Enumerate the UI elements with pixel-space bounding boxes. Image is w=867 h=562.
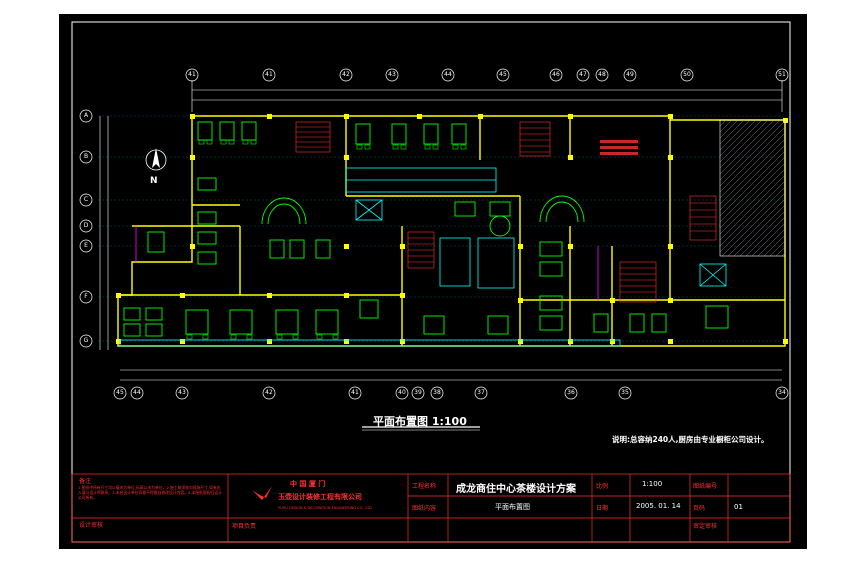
axis-label-bottom-1: 45 xyxy=(116,389,124,396)
company-location: 中 国 厦 门 xyxy=(290,480,326,488)
axis-label-top-5: 44 xyxy=(444,71,452,78)
structural-columns xyxy=(116,114,788,344)
top-dimension-line xyxy=(191,80,783,112)
drawing-background xyxy=(59,14,807,549)
axis-label-bottom-5: 41 xyxy=(351,389,359,396)
axis-bubbles-bottom xyxy=(113,386,789,400)
axis-label-top-4: 43 xyxy=(388,71,396,78)
axis-label-left-3: C xyxy=(83,196,89,203)
drawing-note: 说明:总容纳240人,厨房由专业橱柜公司设计。 xyxy=(612,435,769,444)
bottom-dimension-line xyxy=(120,369,782,381)
axis-label-left-6: F xyxy=(84,293,88,300)
drawing-no-label: 图纸编号 xyxy=(693,483,718,490)
axis-label-left-5: E xyxy=(84,242,88,249)
project-lead-label: 项目负责 xyxy=(232,523,257,530)
page-label: 页码 xyxy=(693,505,706,512)
drawing-no: 01 xyxy=(734,503,743,511)
axis-label-bottom-3: 43 xyxy=(178,389,186,396)
scale-value: 1:100 xyxy=(642,480,663,488)
north-label: N xyxy=(150,176,158,186)
axis-label-top-8: 47 xyxy=(579,71,587,78)
axis-label-top-10: 49 xyxy=(626,71,634,78)
date-value: 2005. 01. 14 xyxy=(636,502,681,510)
axis-label-left-2: B xyxy=(83,153,89,160)
notes-label: 备注 xyxy=(79,478,92,485)
axis-label-bottom-12: 34 xyxy=(778,389,786,396)
axis-label-top-12: 51 xyxy=(778,71,786,78)
company-name-cn: 玉壶设计装修工程有限公司 xyxy=(278,493,362,501)
fixtures xyxy=(119,167,727,347)
company-name-en: YUHU DESIGN & DECORATION ENGINEERING CO.… xyxy=(278,506,373,510)
kitchen-hatched-area xyxy=(719,119,786,257)
project-name-label: 工程名称 xyxy=(412,483,437,490)
title-underline xyxy=(362,426,480,431)
company-logo xyxy=(252,486,272,500)
design-review-label: 设计审核 xyxy=(79,522,104,529)
drawing-title: 平面布置图 1:100 xyxy=(373,415,467,428)
axis-label-bottom-8: 38 xyxy=(433,389,441,396)
axis-label-bottom-7: 39 xyxy=(414,389,422,396)
service-counters xyxy=(600,140,638,155)
partitions xyxy=(135,226,599,300)
date-label: 日期 xyxy=(596,505,609,512)
axis-label-top-7: 46 xyxy=(552,71,560,78)
axis-label-left-4: D xyxy=(83,222,89,229)
stairs xyxy=(295,121,717,303)
drawing-content: 平面布置图 xyxy=(495,503,530,511)
title-block xyxy=(71,473,791,543)
axis-label-top-11: 50 xyxy=(683,71,691,78)
axis-label-bottom-4: 42 xyxy=(265,389,273,396)
axis-label-top-9: 48 xyxy=(598,71,606,78)
axis-label-left-1: A xyxy=(83,112,89,119)
axis-label-bottom-6: 40 xyxy=(398,389,406,396)
notes-text: 1.图纸中所有尺寸均以毫米为单位,标高以米为单位。2.施工前须核对现场尺寸,如有… xyxy=(78,485,222,500)
axis-label-left-7: G xyxy=(83,337,89,344)
furniture-tables xyxy=(123,121,729,337)
axis-label-top-3: 42 xyxy=(342,71,350,78)
north-arrow xyxy=(145,148,167,171)
left-dimension-line xyxy=(99,116,109,350)
furniture-chairs xyxy=(186,139,467,340)
axis-bubbles-top xyxy=(185,68,789,82)
axis-label-bottom-2: 44 xyxy=(133,389,141,396)
round-booths xyxy=(261,195,585,237)
axis-label-top-1: 41 xyxy=(188,71,196,78)
audit-label: 审定审核 xyxy=(693,523,718,530)
project-name: 成龙商住中心茶楼设计方案 xyxy=(456,484,576,495)
axis-label-top-6: 45 xyxy=(499,71,507,78)
scale-label: 比例 xyxy=(596,483,609,490)
drawing-content-label: 图纸内容 xyxy=(412,505,437,512)
axis-label-bottom-9: 37 xyxy=(477,389,485,396)
axis-bubbles-left xyxy=(79,109,93,348)
axis-label-bottom-10: 36 xyxy=(567,389,575,396)
axis-label-bottom-11: 35 xyxy=(621,389,629,396)
axis-label-top-2: 41 xyxy=(265,71,273,78)
